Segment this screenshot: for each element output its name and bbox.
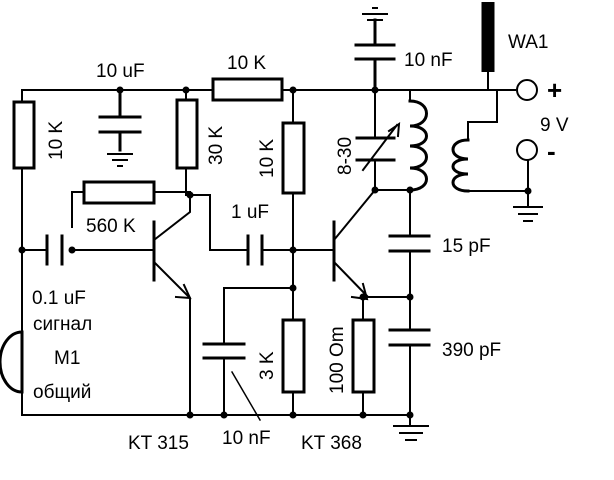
capacitor-10uf bbox=[98, 88, 142, 152]
microphone-m1-symbol bbox=[0, 330, 24, 394]
label-transistor-kt315: KT 315 bbox=[128, 433, 189, 454]
capacitor-390pf bbox=[388, 328, 431, 347]
transistor-kt315-collector bbox=[152, 194, 249, 251]
label-r-10k-top: 10 K bbox=[227, 53, 266, 74]
label-c-390pf: 390 pF bbox=[442, 340, 501, 361]
label-c-15pf: 15 pF bbox=[442, 236, 491, 257]
wire-10nf-bottom bbox=[223, 287, 294, 416]
resistor-10k-top bbox=[211, 77, 284, 102]
label-c-10uf: 10 uF bbox=[96, 61, 145, 82]
label-common: общий bbox=[33, 382, 91, 403]
resistor-560k bbox=[82, 180, 156, 205]
resistor-100om bbox=[351, 318, 376, 394]
wire-coil bbox=[374, 89, 411, 221]
wire-antenna bbox=[467, 71, 498, 141]
wire-trimmer bbox=[374, 89, 411, 191]
label-minus: - bbox=[547, 136, 556, 166]
wire-560k bbox=[71, 191, 191, 228]
capacitor-trimmer bbox=[355, 136, 396, 162]
label-c-10nf-bottom: 10 nF bbox=[222, 428, 271, 449]
label-c-10nf-top: 10 nF bbox=[404, 50, 453, 71]
capacitor-15pf bbox=[388, 234, 431, 253]
label-r-10k-left: 10 K bbox=[46, 121, 67, 160]
wire-ground-rail bbox=[21, 414, 411, 426]
capacitor-1uf bbox=[246, 234, 264, 266]
label-supply-9v: 9 V bbox=[540, 115, 569, 136]
ground-10uf bbox=[107, 153, 133, 167]
label-signal: сигнал bbox=[33, 314, 92, 335]
label-c-01uf: 0.1 uF bbox=[32, 288, 86, 309]
ground-antenna bbox=[513, 206, 543, 222]
transistor-kt315-arrow bbox=[174, 283, 192, 300]
resistor-10k-left bbox=[12, 100, 36, 170]
transistor-kt368-arrow bbox=[350, 282, 369, 301]
capacitor-10nf-bottom bbox=[202, 342, 246, 360]
pointer-10nf-bottom bbox=[230, 370, 262, 422]
label-r-30k: 30 K bbox=[206, 126, 227, 165]
resistor-3k bbox=[281, 318, 306, 394]
label-r-560k: 560 K bbox=[86, 216, 136, 237]
label-r-100om: 100 Om bbox=[327, 326, 348, 394]
label-mic-m1: M1 bbox=[54, 348, 80, 369]
label-c-1uf: 1 uF bbox=[231, 202, 269, 223]
resistor-10k-mid bbox=[281, 121, 306, 195]
label-c-trimmer: 8-30 bbox=[335, 137, 356, 175]
terminal-minus bbox=[516, 139, 538, 161]
label-transistor-kt368: KT 368 bbox=[301, 433, 362, 454]
wire-left-branch bbox=[21, 89, 155, 251]
label-antenna-wa1: WA1 bbox=[508, 32, 548, 53]
transistor-kt368-emitter bbox=[332, 260, 411, 298]
label-plus: + bbox=[547, 75, 562, 105]
capacitor-10nf-top bbox=[354, 18, 396, 92]
trimmer-arrow bbox=[361, 121, 401, 172]
wire-antenna-coil bbox=[467, 157, 529, 206]
inductor-coil bbox=[408, 99, 428, 192]
junction-dots bbox=[18, 86, 532, 419]
terminal-plus bbox=[516, 79, 538, 101]
label-r-10k-mid: 10 K bbox=[257, 139, 278, 178]
ground-main bbox=[393, 425, 429, 441]
ground-10nf-top bbox=[362, 7, 388, 21]
label-r-3k: 3 K bbox=[257, 351, 278, 380]
resistor-30k bbox=[175, 98, 199, 170]
inductor-antenna bbox=[451, 138, 470, 193]
capacitor-01uf bbox=[45, 234, 64, 266]
transistor-kt368-collector bbox=[332, 188, 377, 242]
